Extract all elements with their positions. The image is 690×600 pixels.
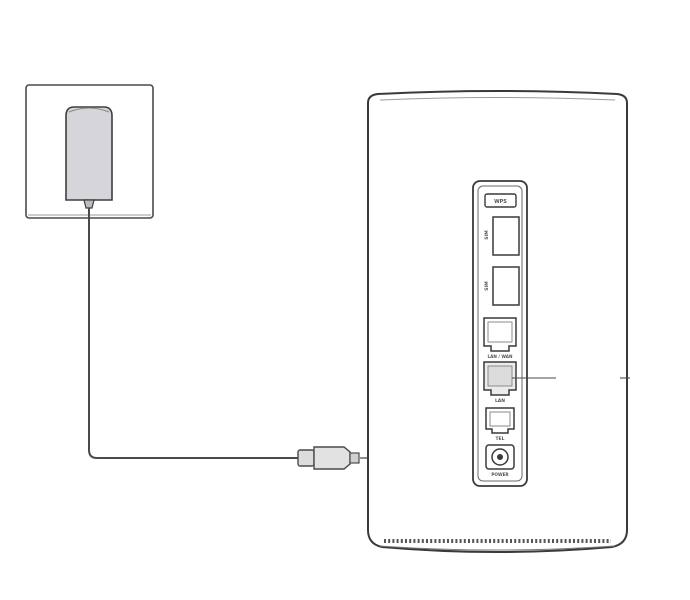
barrel-plug-tip [349, 452, 360, 464]
wps-button [484, 193, 517, 208]
lan-port-inner [487, 365, 513, 387]
barrel-plug-boot [297, 449, 315, 467]
lan-wan-label: LAN / WAN [487, 354, 513, 359]
sim-slot-2 [492, 266, 520, 306]
power-label: POWER [491, 472, 509, 477]
sim-slot-1-label: SIM [484, 230, 490, 240]
power-adapter-body [65, 106, 113, 201]
barrel-plug-body [313, 446, 351, 470]
sim-slot-1 [492, 216, 520, 256]
tel-port-inner [489, 411, 511, 427]
router-base-line [379, 545, 616, 551]
wps-label: WPS [494, 199, 507, 205]
power-cable [88, 208, 300, 459]
power-adapter [65, 106, 113, 209]
router: WPS SIM SIM LAN / WAN LAN TEL POWER [367, 90, 630, 553]
power-port-pin [497, 454, 503, 460]
tel-label: TEL [495, 436, 504, 442]
power-adapter-strain-relief [83, 199, 95, 209]
lan-wan-port [483, 317, 517, 352]
tel-port [485, 407, 515, 434]
barrel-plug [297, 446, 360, 470]
lan-label: LAN [495, 398, 505, 404]
power-adapter-top [68, 107, 110, 113]
router-top-rim [379, 97, 616, 101]
lan-wan-port-inner [487, 321, 513, 343]
sim-slot-2-label: SIM [484, 281, 490, 291]
